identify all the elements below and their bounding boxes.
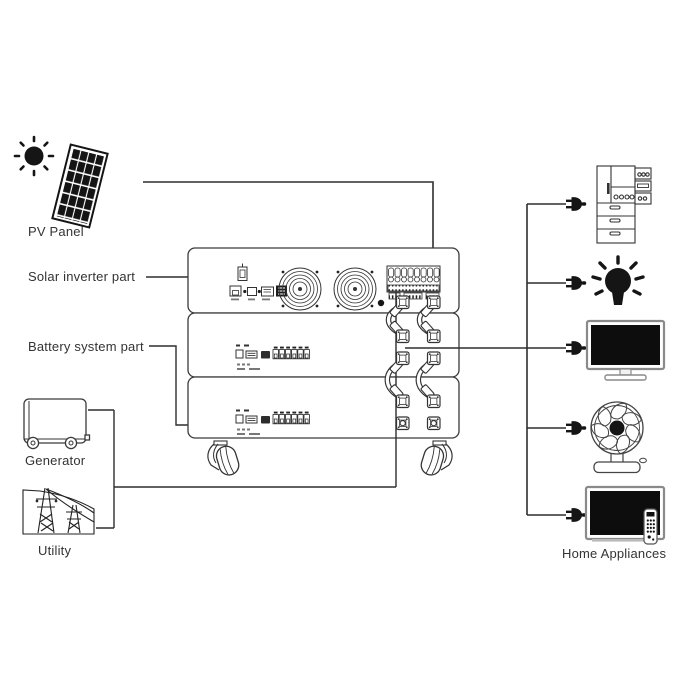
monitor-icon [585,319,666,381]
cooling-fan-icon [333,267,377,311]
utility-label: Utility [38,543,72,558]
solar-inverter-unit [187,247,460,314]
power-plug-icon [566,197,587,522]
tv-icon [584,485,666,545]
light-bulb-icon [591,255,645,305]
fan-icon [590,401,647,474]
solar-inverter-label: Solar inverter part [28,269,136,284]
ground-screw [377,299,385,307]
sun-icon [13,135,55,177]
battery-connector-icon [395,295,441,431]
pv-panel-label: PV Panel [28,224,84,239]
caster-wheel-icon [207,440,453,478]
battery-label-bracket [149,345,188,426]
battery-cables [387,295,441,431]
rack [187,247,566,487]
cooling-fan-icon [278,267,322,311]
home-appliances-label: Home Appliances [562,546,667,561]
appliance-bus [526,203,566,516]
battery-system-label: Battery system part [28,339,144,354]
generator-icon [23,398,91,450]
generator-label: Generator [25,453,86,468]
pv-to-inverter-line [143,181,434,267]
remote-control-icon [643,508,658,545]
utility-towers-icon [22,487,95,535]
solar-panel-icon [51,143,109,229]
generator-utility-bracket [88,409,115,529]
refrigerator-icon [596,165,652,244]
